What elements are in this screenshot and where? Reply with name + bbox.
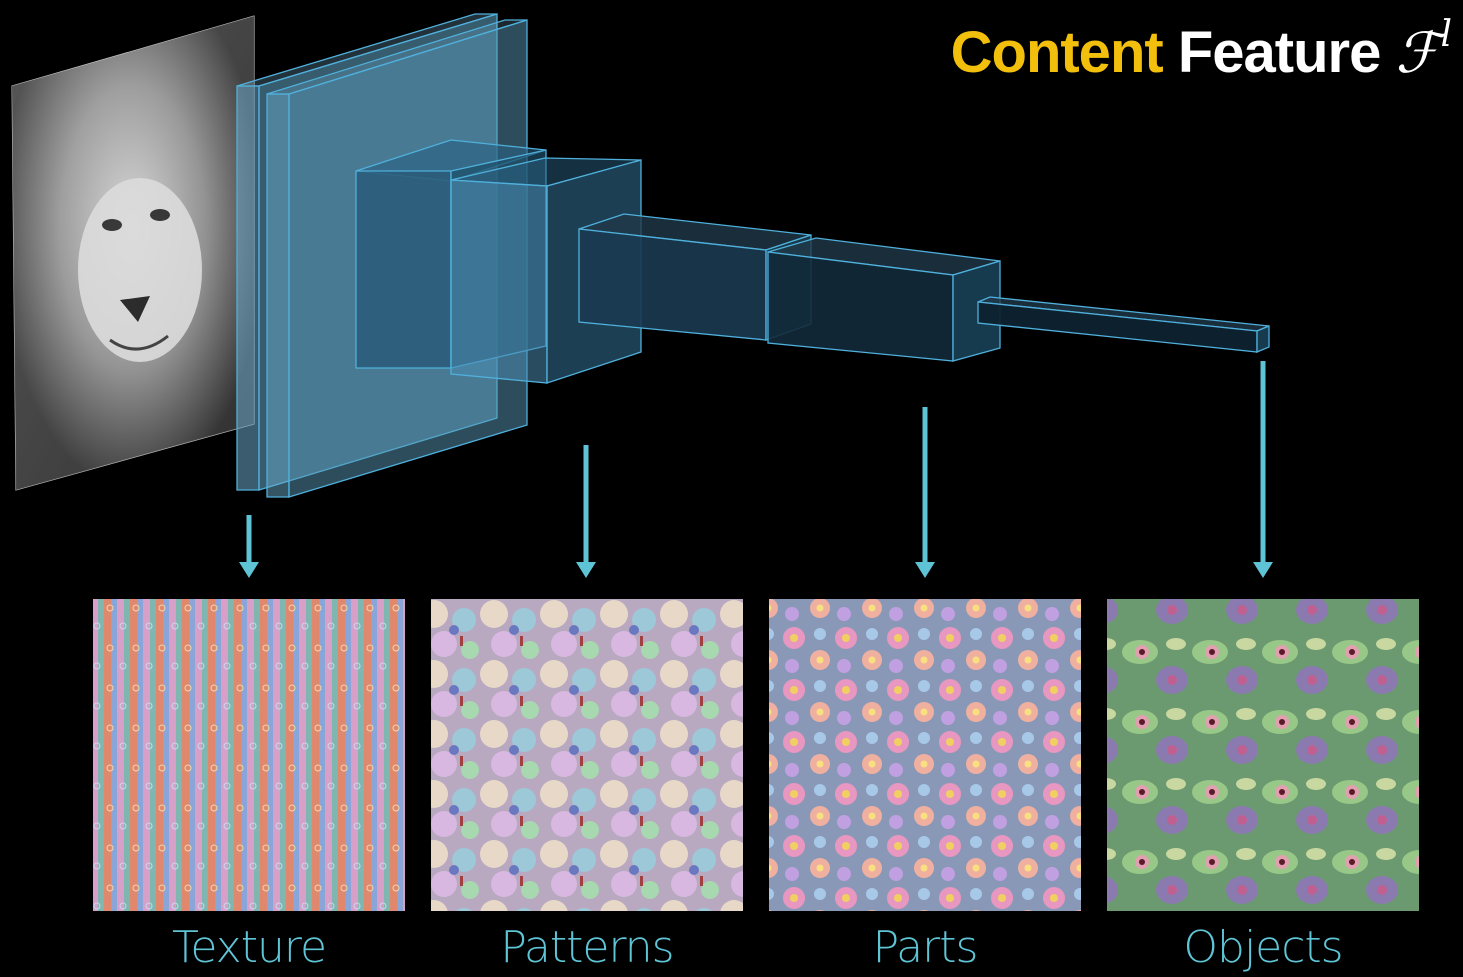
conv-layer-2 [355, 139, 642, 384]
conv-layer-4 [977, 296, 1270, 353]
arrow-down-icon [239, 515, 259, 578]
caption-texture: Texture [171, 922, 327, 973]
caption-parts: Parts [872, 922, 979, 973]
arrows [239, 361, 1273, 578]
texture-visualization [93, 599, 405, 911]
title-word-content: Content [950, 20, 1164, 85]
lion-face [78, 178, 202, 362]
arrow-down-icon [1253, 361, 1273, 578]
caption-patterns: Patterns [500, 922, 674, 973]
arrow-down-icon [576, 445, 596, 578]
caption-objects: Objects [1183, 922, 1343, 973]
arrow-down-icon [915, 407, 935, 578]
title-word-feature: Feature [1177, 20, 1382, 85]
patterns-visualization [431, 599, 743, 911]
conv-layer-3 [578, 213, 1001, 362]
parts-visualization [769, 599, 1081, 911]
input-image [11, 15, 255, 491]
title-math-superscript: l [1440, 14, 1451, 55]
objects-visualization [1107, 599, 1419, 911]
slide-title: Content Feature ℱl [950, 14, 1452, 86]
title-math-symbol: ℱl [1395, 14, 1452, 86]
